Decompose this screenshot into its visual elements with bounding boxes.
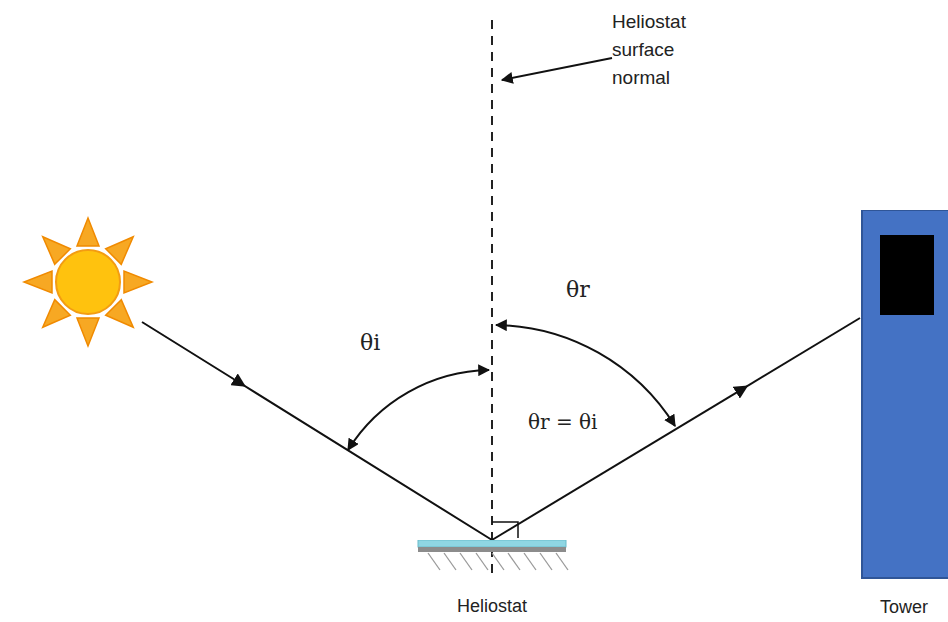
incident-ray [142, 322, 492, 540]
reflected-ray [492, 318, 860, 540]
sun-symbol [24, 218, 152, 346]
node-caption: Heliostat [402, 596, 582, 617]
node-caption: Tower [860, 597, 948, 618]
angle-label: θr [566, 277, 590, 302]
leader-arrow [502, 58, 612, 80]
shape-outline [860, 210, 948, 620]
heliostat-mirror: Heliostat [402, 540, 582, 620]
tower-block: Tower [860, 210, 948, 620]
right-angle-mark [492, 522, 518, 538]
angle-label: θi [360, 330, 380, 355]
incidence-angle-arc [348, 370, 489, 450]
normal-line [491, 20, 493, 578]
equation-label: θr = θi [528, 410, 598, 434]
normal-label: Heliostat surface normal [612, 8, 720, 92]
